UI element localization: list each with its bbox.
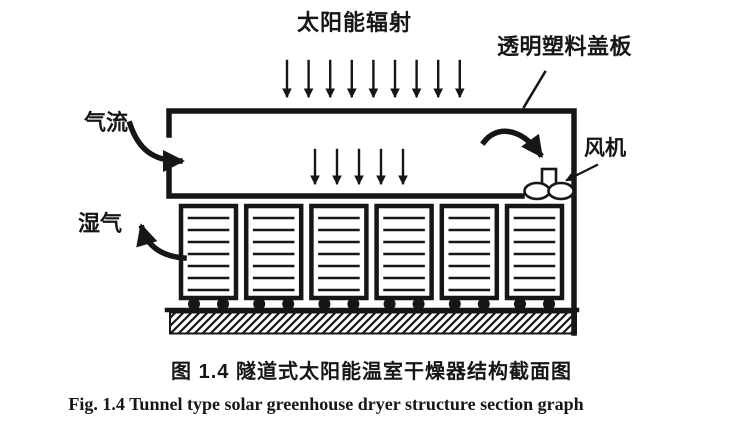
duct-floor-line (166, 165, 525, 199)
moist-air-arrow (136, 223, 187, 261)
fan-blade-right (547, 181, 575, 201)
tray-carts-group (178, 203, 565, 310)
airflow-inlet-arrow (126, 120, 185, 172)
fan-blade-left (523, 181, 551, 201)
duct-arrows-group (310, 148, 408, 186)
fan-pointer-arrow (565, 163, 599, 182)
tray-cart (309, 203, 369, 310)
solar-arrows-group (282, 59, 465, 99)
tray-cart (374, 203, 434, 310)
fan-symbol (523, 167, 575, 201)
tray-cart-body (178, 203, 239, 301)
cart-wheel (347, 298, 360, 310)
cart-wheel (318, 298, 331, 310)
caption-chinese: 图 1.4 隧道式太阳能温室干燥器结构截面图 (171, 361, 572, 383)
cart-wheel (477, 298, 490, 310)
ground-hatch (169, 311, 577, 335)
label-fan: 风机 (584, 137, 626, 160)
tray-cart (504, 203, 565, 310)
tray-cart-body (439, 203, 500, 301)
cart-wheel (448, 298, 461, 310)
tray-cart (178, 203, 239, 310)
tray-cart-body (243, 203, 304, 301)
cart-wheel (383, 298, 396, 310)
cart-wheel (412, 298, 425, 310)
cart-wheel (253, 298, 266, 310)
circulation-arrow (480, 128, 544, 159)
cover-pointer-line (522, 70, 547, 109)
caption-english: Fig. 1.4 Tunnel type solar greenhouse dr… (68, 394, 584, 414)
cart-wheel (217, 298, 229, 310)
tray-cart-body (309, 203, 369, 301)
label-solar-radiation: 太阳能辐射 (297, 10, 413, 35)
label-airflow: 气流 (84, 110, 129, 135)
cover-and-right-wall (166, 108, 577, 336)
tray-cart (243, 203, 304, 310)
cart-wheel (514, 298, 526, 310)
cart-wheel (188, 298, 200, 310)
tray-cart-body (374, 203, 434, 301)
tray-cart-body (504, 203, 565, 301)
tray-cart (439, 203, 500, 310)
label-transparent-cover: 透明塑料盖板 (497, 34, 633, 59)
label-moist-air: 湿气 (78, 211, 123, 236)
cart-wheel (282, 298, 295, 310)
cart-wheel (543, 298, 555, 310)
